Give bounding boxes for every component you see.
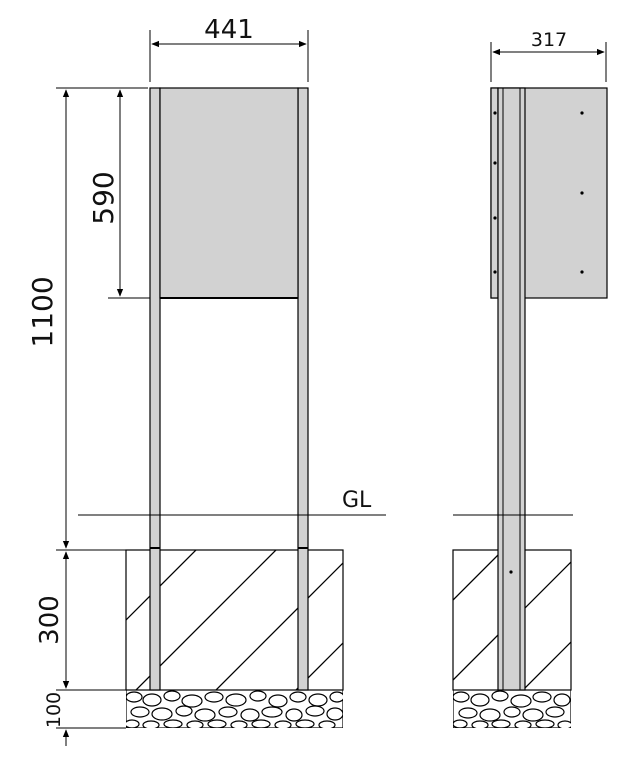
front-gravel-bed <box>126 690 343 728</box>
side-bolt-dots <box>493 111 584 574</box>
dimension-gravel-depth: 100 <box>43 672 126 746</box>
dimension-317-label: 317 <box>531 29 567 51</box>
dimension-1100-label: 1100 <box>26 276 59 347</box>
front-right-post <box>297 87 309 691</box>
dimension-590-label: 590 <box>87 171 120 224</box>
dimension-total-height: 1100 <box>26 87 148 549</box>
dimension-foundation-depth: 300 <box>35 549 126 691</box>
side-concrete-foundation <box>452 549 572 691</box>
side-mailbox-flange <box>490 87 499 299</box>
side-post <box>497 87 526 691</box>
dimension-panel-height: 590 <box>87 87 150 299</box>
dimension-441-label: 441 <box>204 15 254 45</box>
side-view <box>452 87 608 728</box>
front-view <box>125 87 344 728</box>
ground-line-label: GL <box>342 488 372 513</box>
dimension-front-width: 441 <box>149 15 309 82</box>
front-mailbox-panel <box>159 87 299 299</box>
dimension-side-depth: 317 <box>490 29 607 82</box>
side-gravel-bed <box>453 690 571 728</box>
front-left-post <box>149 87 161 691</box>
dimension-100-label: 100 <box>43 692 65 728</box>
dimension-300-label: 300 <box>35 595 65 645</box>
